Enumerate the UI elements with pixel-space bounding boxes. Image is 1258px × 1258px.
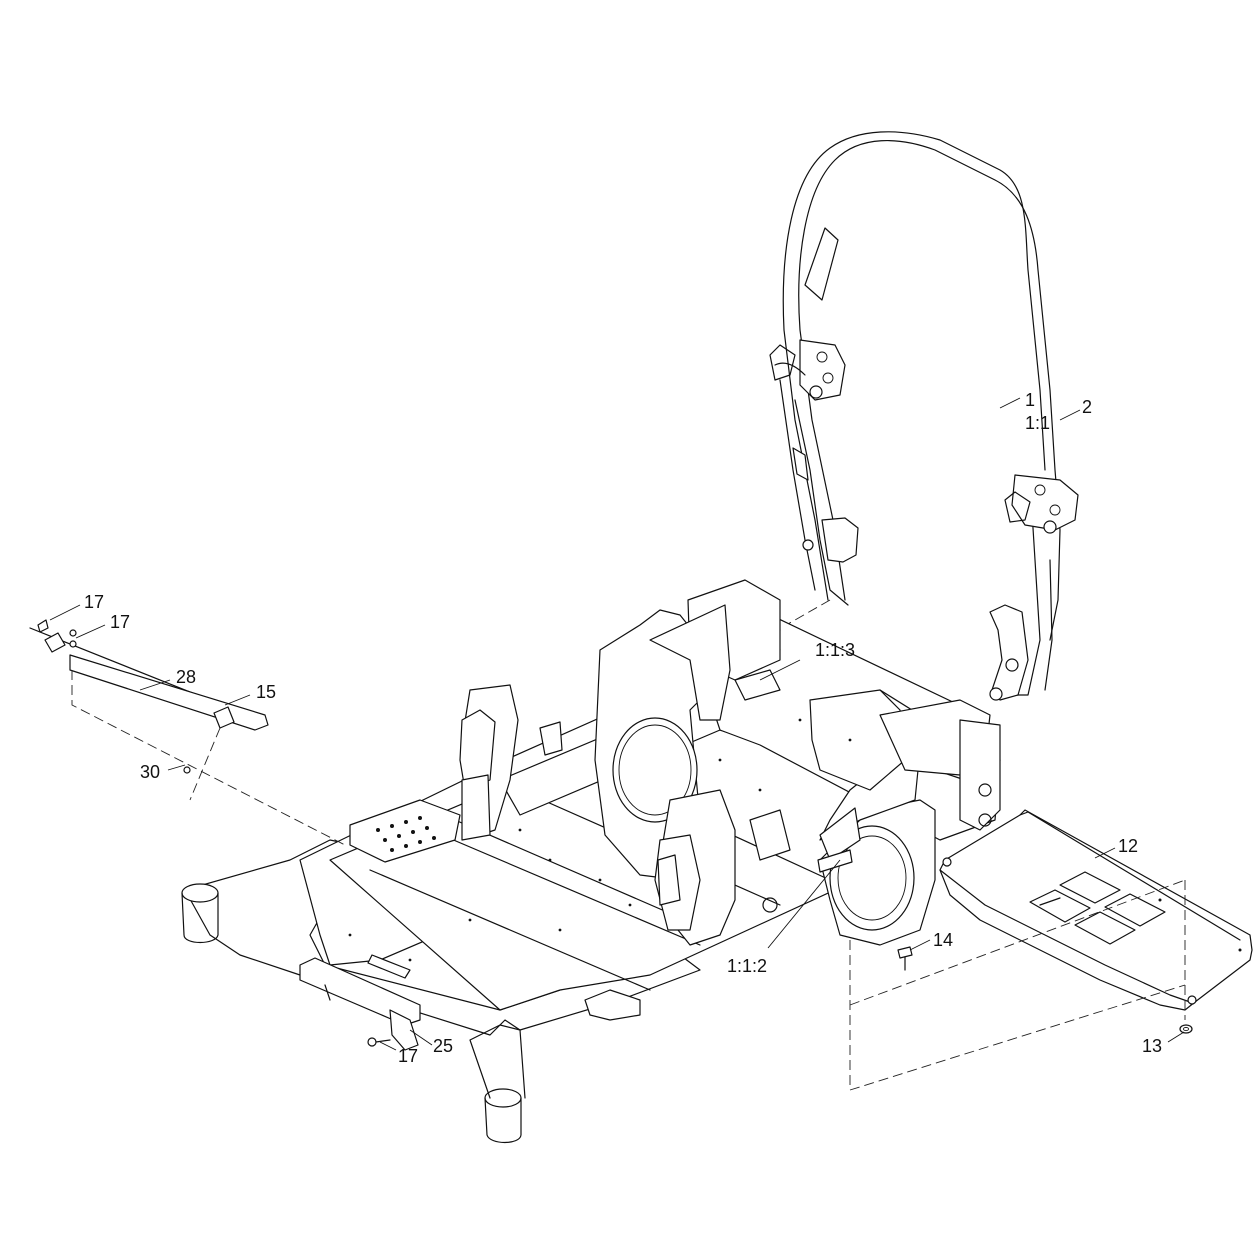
callout-1-1: 1:1: [1025, 413, 1050, 433]
callout-17-bottom: 17: [398, 1046, 418, 1066]
foot-plate-icon: [349, 799, 461, 863]
callout-30: 30: [140, 762, 160, 782]
callout-17-second: 17: [110, 612, 130, 632]
chassis-frame-icon: [181, 579, 1001, 1144]
callout-1-1-2: 1:1:2: [727, 956, 767, 976]
callout-2: 2: [1082, 397, 1092, 417]
floor-pan-icon: [939, 809, 1253, 1011]
assembly-guide-line: [849, 984, 1186, 1091]
grommet-icon: [189, 706, 235, 801]
roll-bar-icon: [769, 131, 1079, 701]
cable-bracket-icon: [29, 627, 269, 731]
bolt-icon: [69, 629, 77, 637]
decal-icon: [734, 669, 781, 701]
bolt-icon: [367, 1037, 391, 1047]
screw-icon: [183, 766, 191, 774]
callout-28: 28: [176, 667, 196, 687]
callout-1: 1: [1025, 390, 1035, 410]
nut-icon: [1179, 1024, 1193, 1034]
callout-14: 14: [933, 930, 953, 950]
bolt-icon: [37, 619, 49, 633]
side-bracket-icon: [299, 954, 421, 1051]
callout-15: 15: [256, 682, 276, 702]
callout-1-1-3: 1:1:3: [815, 640, 855, 660]
decal-icon: [817, 849, 853, 873]
assembly-guide-line: [71, 670, 346, 846]
callout-13: 13: [1142, 1036, 1162, 1056]
bolt-icon: [897, 946, 913, 971]
callout-17-top: 17: [84, 592, 104, 612]
callout-12: 12: [1118, 836, 1138, 856]
callout-25: 25: [433, 1036, 453, 1056]
leader-lines: [49, 397, 1185, 1051]
